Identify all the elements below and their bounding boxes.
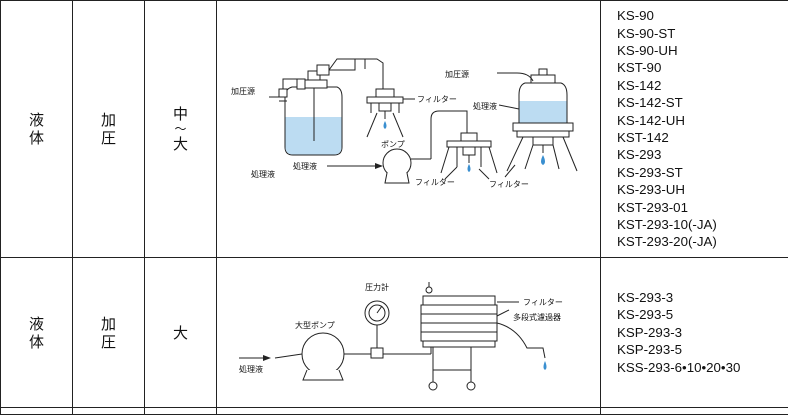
model-number: KST-142 xyxy=(617,129,788,146)
model-number: KST-90 xyxy=(617,59,788,76)
model-number: KS-90 xyxy=(617,7,788,24)
filter-holder-top xyxy=(367,89,403,137)
scale-cell: 中 〜 大 xyxy=(145,1,217,258)
model-number: KSP-293-3 xyxy=(617,324,788,341)
empty-cell xyxy=(1,408,73,415)
model-number: KST-293-10(-JA) xyxy=(617,216,788,233)
label-liquid: 処理液 xyxy=(239,364,263,374)
table-row-partial xyxy=(1,408,788,415)
filter-holder-bottom xyxy=(441,133,497,173)
drop xyxy=(384,121,387,129)
empty-cell xyxy=(601,408,788,415)
scale-char: 中 xyxy=(145,105,216,123)
diagram-cell: 加圧源 フィルター 加圧源 処理液 ポンプ 処理液 処理液 フィルター フィルタ… xyxy=(217,1,601,258)
model-number: KS-293-UH xyxy=(617,181,788,198)
leader-line xyxy=(499,105,519,109)
label-filter: フィルター xyxy=(417,95,457,104)
model-number: KS-90-ST xyxy=(617,25,788,42)
label-big-pump: 大型ポンプ xyxy=(295,320,335,330)
filter-vessel xyxy=(507,69,577,171)
scale-cell: 大 xyxy=(145,258,217,408)
diagram-cell: 圧力計 大型ポンプ 処理液 フィルター 多段式濾過器 xyxy=(217,258,601,408)
model-number: KST-293-20(-JA) xyxy=(617,233,788,250)
model-number: KS-293-ST xyxy=(617,164,788,181)
empty-cell xyxy=(217,408,601,415)
state-char: 体 xyxy=(1,129,72,147)
label-liquid: 処理液 xyxy=(251,169,275,179)
method-char: 加 xyxy=(73,111,144,129)
leader-line xyxy=(497,73,533,81)
scale-char: 大 xyxy=(145,135,216,153)
drop xyxy=(468,164,471,172)
label-liquid: 処理液 xyxy=(473,101,497,111)
method-cell: 加 圧 xyxy=(73,258,145,408)
model-number: KS-142-UH xyxy=(617,112,788,129)
model-number: KS-293-3 xyxy=(617,289,788,306)
state-char: 液 xyxy=(1,111,72,129)
label-pressure-source: 加圧源 xyxy=(231,86,255,96)
label-liquid: 処理液 xyxy=(293,161,317,171)
model-number: KSP-293-5 xyxy=(617,341,788,358)
label-filter: フィルター xyxy=(523,298,563,307)
table-row: 液 体 加 圧 中 〜 大 xyxy=(1,1,788,258)
state-char: 体 xyxy=(1,333,72,351)
empty-cell xyxy=(145,408,217,415)
leader-line xyxy=(479,169,489,179)
drop xyxy=(541,155,545,165)
label-filter: フィルター xyxy=(415,178,455,187)
model-number: KSS-293-6•10•20•30 xyxy=(617,359,788,376)
label-pressure-source: 加圧源 xyxy=(445,69,469,79)
label-pressure-gauge: 圧力計 xyxy=(365,282,389,292)
pipe xyxy=(342,59,365,70)
model-number: KS-142-ST xyxy=(617,94,788,111)
pipe xyxy=(329,59,383,89)
label-filter: フィルター xyxy=(489,180,529,189)
multistage-filtration-diagram: 圧力計 大型ポンプ 処理液 フィルター 多段式濾過器 xyxy=(217,258,601,408)
inflow-arrow xyxy=(239,355,271,361)
state-cell: 液 体 xyxy=(1,1,73,258)
drop xyxy=(544,361,547,370)
empty-cell xyxy=(73,408,145,415)
model-number: KS-293 xyxy=(617,146,788,163)
model-number: KS-142 xyxy=(617,77,788,94)
state-char: 液 xyxy=(1,315,72,333)
state-cell: 液 体 xyxy=(1,258,73,408)
method-char: 加 xyxy=(73,315,144,333)
label-pump: ポンプ xyxy=(381,140,405,149)
label-multistage: 多段式濾過器 xyxy=(513,312,561,322)
model-number: KS-90-UH xyxy=(617,42,788,59)
table-row: 液 体 加 圧 大 xyxy=(1,258,788,408)
leader-line xyxy=(497,310,509,316)
leader-line xyxy=(505,165,515,177)
method-cell: 加 圧 xyxy=(73,1,145,258)
pressure-filtration-diagram: 加圧源 フィルター 加圧源 処理液 ポンプ 処理液 処理液 フィルター フィルタ… xyxy=(217,1,601,258)
model-number: KS-293-5 xyxy=(617,306,788,323)
method-char: 圧 xyxy=(73,333,144,351)
scale-char: 〜 xyxy=(145,123,216,135)
model-number: KST-293-01 xyxy=(617,199,788,216)
scale-char: 大 xyxy=(145,324,216,342)
inflow-arrow xyxy=(327,163,383,169)
method-char: 圧 xyxy=(73,129,144,147)
big-pump xyxy=(275,333,371,380)
